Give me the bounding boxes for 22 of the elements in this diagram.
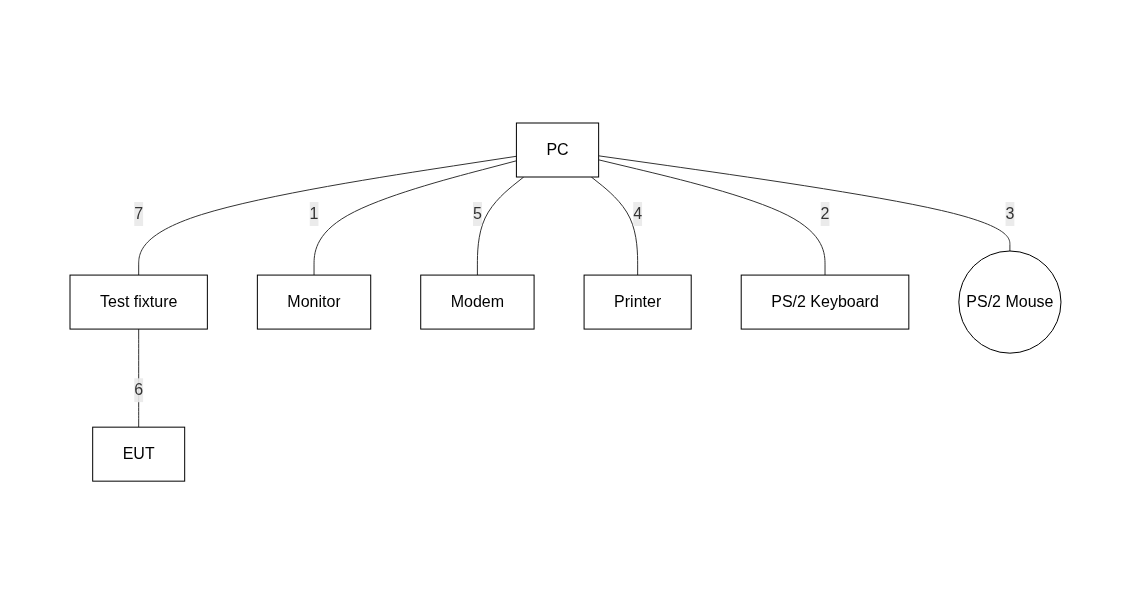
connector	[137, 156, 517, 276]
node-box: PC	[515, 122, 599, 178]
connector	[597, 155, 1010, 252]
edge-label: 7	[133, 205, 143, 223]
connector	[476, 176, 524, 276]
edge-label: 4	[632, 205, 642, 223]
edge-label: 1	[309, 205, 318, 223]
node-box: PS/2 Keyboard	[740, 275, 909, 330]
connector	[313, 160, 517, 276]
node-box: Printer	[583, 275, 692, 330]
edge-label: 2	[820, 205, 829, 223]
node-box: Monitor	[256, 275, 371, 330]
node-box: EUT	[91, 427, 185, 483]
node-box: Test fixture	[69, 275, 208, 330]
node-box: Modem	[419, 275, 535, 330]
edge-label: 5	[472, 205, 482, 223]
node-circle: PS/2 Mouse	[957, 250, 1061, 355]
connector	[137, 329, 139, 429]
connector	[597, 159, 825, 276]
edge-label: 6	[133, 381, 143, 399]
connector	[590, 176, 638, 276]
edge-label: 3	[1004, 205, 1014, 223]
